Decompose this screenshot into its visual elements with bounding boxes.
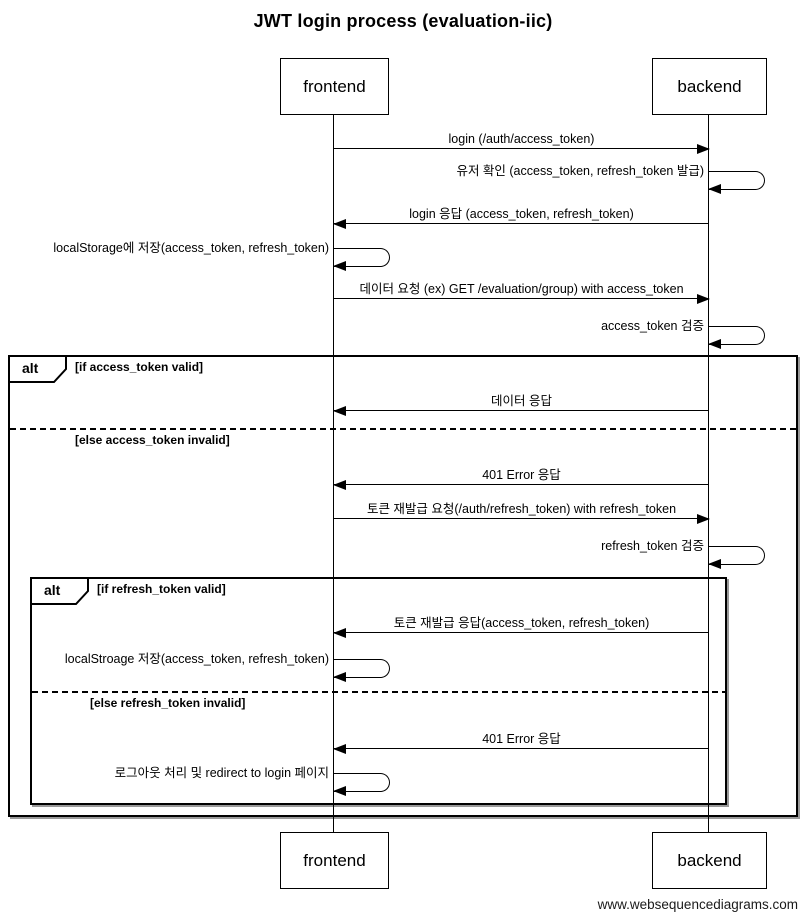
- actor-frontend-label: frontend: [303, 76, 366, 96]
- arrowhead-left-icon: [333, 628, 346, 639]
- arrowhead-left-icon: [333, 744, 346, 755]
- message-label: localStorage에 저장(access_token, refresh_t…: [53, 241, 329, 255]
- message-label: 데이터 응답: [491, 394, 552, 408]
- arrowhead-right-icon: [697, 294, 710, 305]
- alt-frame-label-shape: [8, 355, 67, 383]
- arrowhead-left-icon: [708, 183, 721, 194]
- message-label: refresh_token 검증: [601, 539, 704, 553]
- message-label: 토큰 재발급 응답(access_token, refresh_token): [393, 616, 650, 630]
- actor-frontend-top: frontend: [280, 58, 389, 115]
- message-label: 유저 확인 (access_token, refresh_token 발급): [456, 164, 704, 178]
- arrowhead-left-icon: [333, 260, 346, 271]
- self-message-loop: [333, 248, 390, 271]
- arrowhead-left-icon: [333, 406, 346, 417]
- actor-frontend-label: frontend: [303, 850, 366, 870]
- alt-keyword: alt: [22, 360, 39, 376]
- alt-else-divider: [10, 428, 796, 430]
- message-arrow: [334, 294, 710, 305]
- message-label: localStroage 저장(access_token, refresh_to…: [64, 652, 329, 666]
- arrowhead-left-icon: [333, 671, 346, 682]
- alt-else-condition: [else access_token invalid]: [75, 433, 230, 447]
- actor-backend-top: backend: [652, 58, 767, 115]
- message-label: 401 Error 응답: [482, 468, 561, 482]
- message-arrow: [333, 744, 709, 755]
- alt-frame-inner: alt [if refresh_token valid] [else refre…: [30, 577, 727, 805]
- actor-backend-label: backend: [677, 850, 742, 870]
- arrowhead-left-icon: [333, 219, 346, 230]
- diagram-title: JWT login process (evaluation-iic): [253, 11, 553, 31]
- message-label: 401 Error 응답: [482, 732, 561, 746]
- message-arrow: [333, 406, 709, 417]
- self-message-loop: [333, 659, 390, 682]
- message-label: 토큰 재발급 요청(/auth/refresh_token) with refr…: [366, 502, 677, 516]
- alt-frame-label-shape: [30, 577, 89, 605]
- arrowhead-left-icon: [708, 558, 721, 569]
- actor-frontend-bottom: frontend: [280, 832, 389, 889]
- watermark: www.websequencediagrams.com: [597, 897, 798, 912]
- message-arrow: [333, 219, 709, 230]
- alt-frame-outer: alt [if access_token valid] [else access…: [8, 355, 798, 817]
- backend-lifeline: [708, 114, 709, 832]
- actor-backend-label: backend: [677, 76, 742, 96]
- arrowhead-left-icon: [708, 338, 721, 349]
- actor-backend-bottom: backend: [652, 832, 767, 889]
- self-message-loop: [708, 171, 765, 194]
- alt-else-condition: [else refresh_token invalid]: [90, 696, 246, 710]
- alt-condition: [if access_token valid]: [75, 360, 204, 374]
- alt-else-divider: [32, 691, 725, 693]
- self-message-loop: [708, 326, 765, 349]
- message-arrow: [334, 144, 710, 155]
- message-arrow: [333, 480, 709, 491]
- alt-condition: [if refresh_token valid]: [97, 582, 226, 596]
- message-arrow: [334, 514, 710, 525]
- arrowhead-right-icon: [697, 144, 710, 155]
- message-label: access_token 검증: [601, 319, 704, 333]
- self-message-loop: [708, 546, 765, 569]
- arrowhead-left-icon: [333, 785, 346, 796]
- message-label: 로그아웃 처리 및 redirect to login 페이지: [114, 766, 329, 780]
- self-message-loop: [333, 773, 390, 796]
- message-arrow: [333, 628, 709, 639]
- frontend-lifeline: [333, 114, 334, 832]
- message-label: login 응답 (access_token, refresh_token): [409, 207, 634, 221]
- arrowhead-left-icon: [333, 480, 346, 491]
- message-label: 데이터 요청 (ex) GET /evaluation/group) with …: [359, 282, 684, 296]
- message-label: login (/auth/access_token): [448, 132, 595, 146]
- alt-keyword: alt: [44, 582, 61, 598]
- arrowhead-right-icon: [697, 514, 710, 525]
